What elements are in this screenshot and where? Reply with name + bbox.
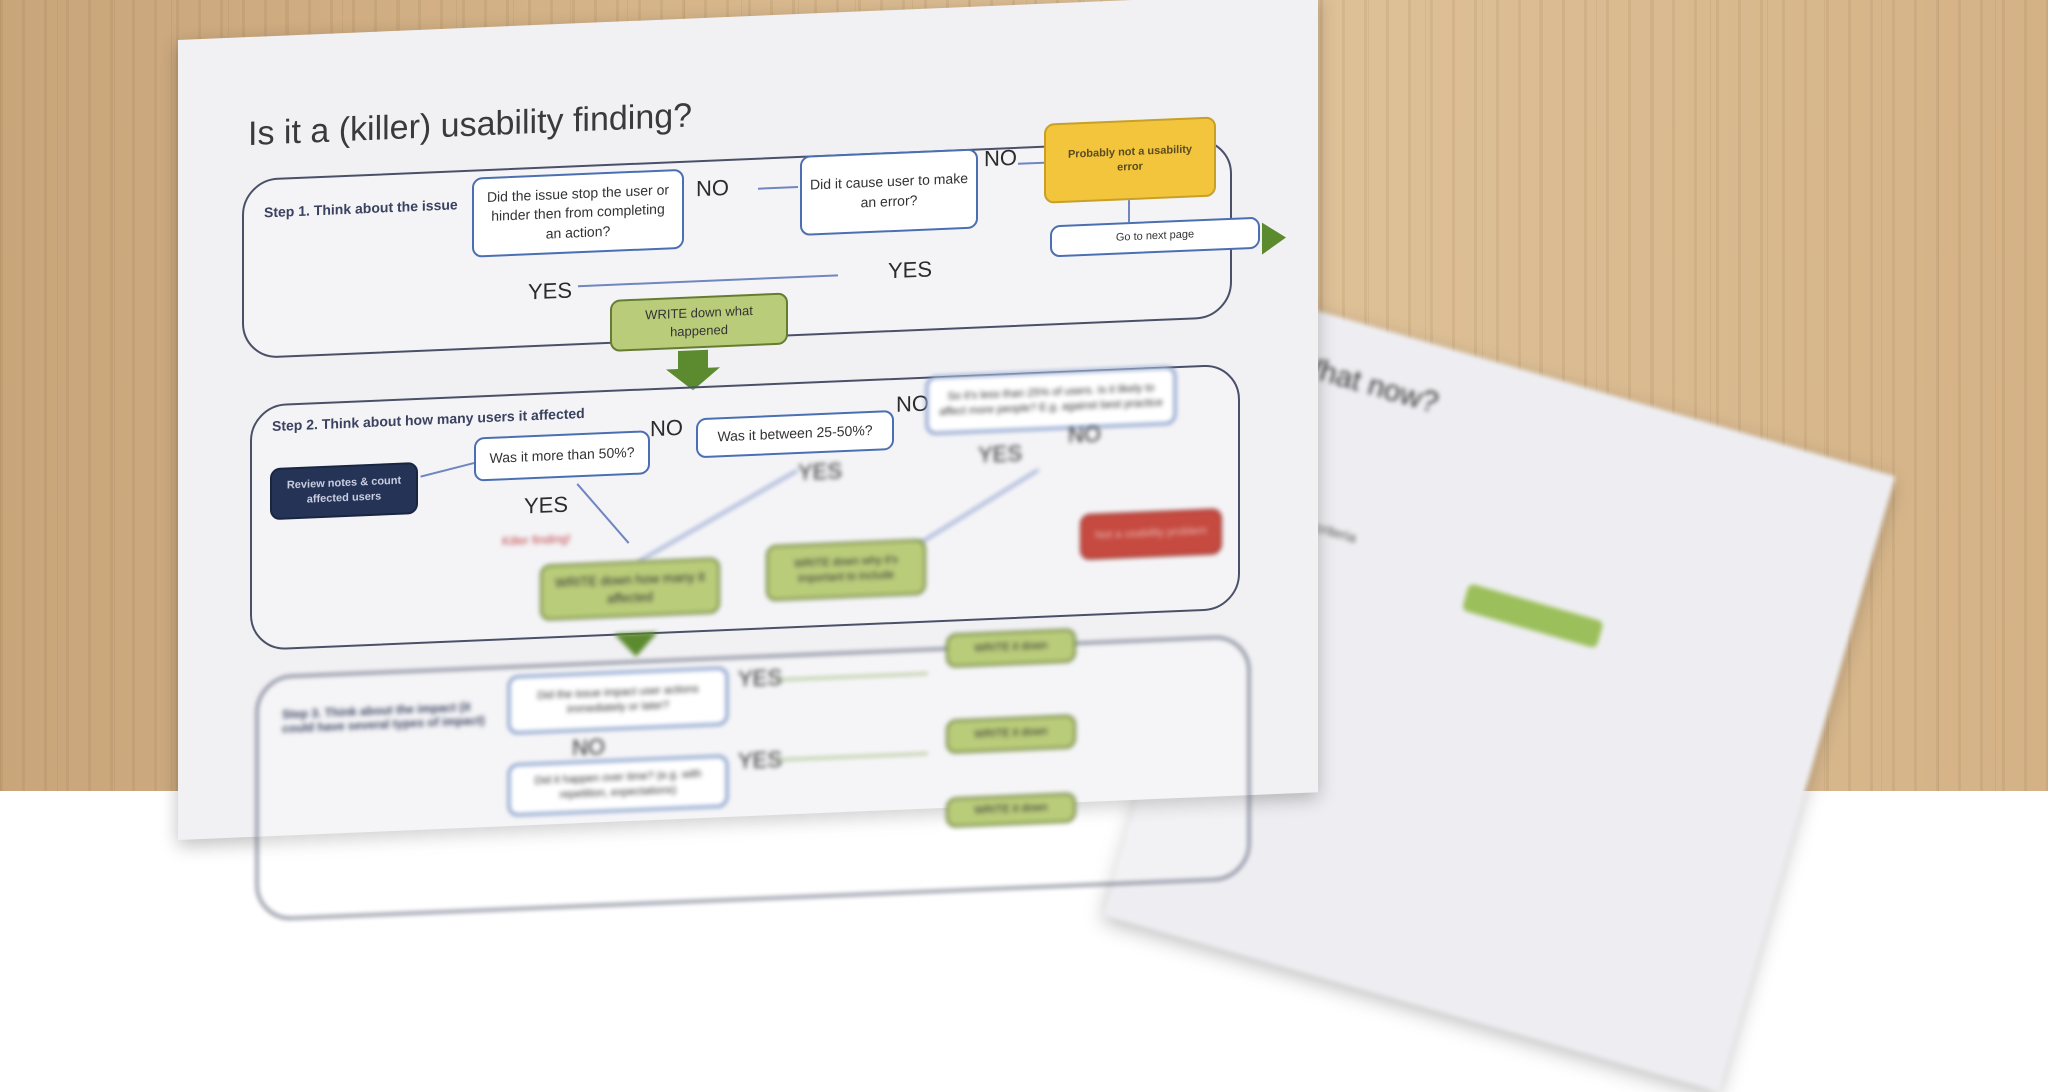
flowchart-paper-sheet: Is it a (killer) usability finding? Step… (178, 0, 1318, 921)
step3-yes-label-1: YES (738, 664, 783, 692)
page-title: Is it a (killer) usability finding? (248, 96, 693, 154)
step2-question-more-than-50: Was it more than 50%? (474, 430, 650, 482)
next-page-arrow-icon (1262, 221, 1286, 255)
step1-no-label-2: NO (984, 144, 1017, 172)
step2-yes-label-1: YES (524, 491, 569, 519)
step2-yes-label-3: YES (978, 440, 1023, 468)
step1-not-usability-error: Probably not a usability error (1044, 116, 1216, 204)
step1-question-stop-user: Did the issue stop the user or hinder th… (472, 168, 684, 258)
step3-yes-label-2: YES (738, 746, 783, 774)
sheet2-green-box (1461, 583, 1604, 649)
down-arrow-icon-2 (614, 631, 658, 658)
step2-no-label-1: NO (650, 414, 683, 442)
step3-question-1: Did the issue impact user actions immedi… (508, 666, 728, 735)
step1-no-label-1: NO (696, 174, 729, 202)
step2-no-label-3: NO (1068, 421, 1101, 448)
step2-no-label-2: NO (896, 390, 929, 417)
step2-write-how-many: WRITE down how many it affected (540, 557, 720, 621)
step2-question-25-50: Was it between 25-50%? (696, 409, 894, 459)
step2-yes-label-2: YES (798, 458, 843, 486)
step1-yes-label-1: YES (528, 277, 573, 305)
step2-question-less-than-25: So it's less than 25% of users. Is it li… (926, 366, 1176, 435)
step2-review-notes: Review notes & count affected users (270, 461, 418, 521)
step2-write-why: WRITE down why it's important to include (766, 538, 926, 602)
step1-write-down: WRITE down what happened (610, 292, 788, 352)
step3-result-3: WRITE it down (946, 792, 1076, 828)
killer-finding-label: Killer finding! (502, 531, 571, 549)
step3-result-2: WRITE it down (946, 714, 1076, 754)
step3-no-label-1: NO (572, 734, 605, 761)
step3-result-1: WRITE it down (946, 628, 1076, 668)
step3-question-2: Did it happen over time? (e.g. with repe… (508, 754, 728, 817)
arrow-line (1128, 200, 1130, 223)
step1-question-error: Did it cause user to make an error? (800, 148, 978, 236)
step1-yes-label-2: YES (888, 256, 933, 284)
step2-red-box: Not a usability problem (1080, 508, 1222, 561)
